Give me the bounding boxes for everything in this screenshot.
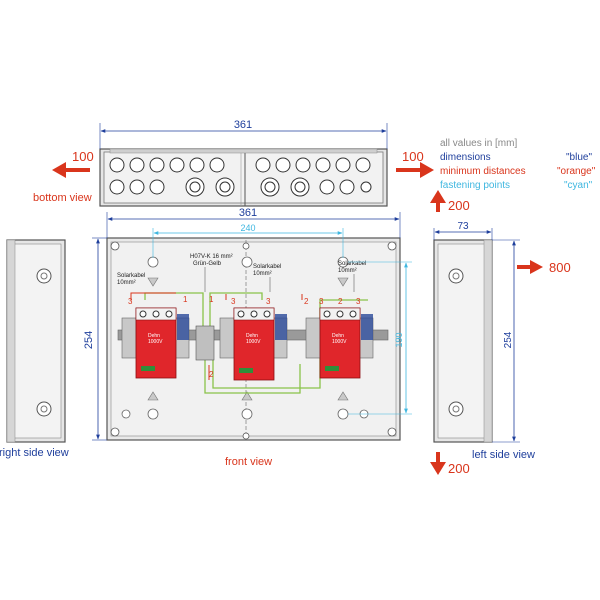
left-side-view: 73 254: [433, 221, 520, 443]
terminal-label: 1: [183, 295, 188, 304]
spd-module-1: Dehn 1000V: [121, 307, 190, 379]
annot-solar-left-2: 10mm²: [117, 280, 136, 286]
terminal-label: 3: [356, 297, 361, 306]
bottom-view: 361: [99, 119, 388, 207]
terminal-label: 3: [231, 297, 236, 306]
terminal-label: 1: [209, 295, 214, 304]
legend: all values in [mm] dimensions "blue" min…: [440, 138, 596, 191]
legend-header: all values in [mm]: [440, 138, 517, 149]
legend-dimensions: dimensions: [440, 152, 491, 163]
front-view: Dehn 1000V Dehn 1000V: [106, 237, 401, 441]
dim-cyan-height: 190: [394, 332, 404, 347]
min-side-right-value: 800: [549, 260, 571, 275]
right-side-view: [6, 239, 66, 443]
annot-solar-right-2: 10mm²: [338, 268, 357, 274]
spd-module-3: Dehn 1000V: [305, 307, 374, 379]
dim-front-width: 361: [239, 207, 257, 219]
terminal-label: 2: [209, 370, 214, 379]
label-bottom-view: bottom view: [33, 192, 92, 204]
min-left-value: 100: [72, 149, 94, 164]
label-left-side-view: left side view: [472, 449, 535, 461]
annot-solar-mid-1: Solarkabel: [253, 264, 281, 270]
annot-solar-left-1: Solarkabel: [117, 273, 145, 279]
min-down-value: 200: [448, 461, 470, 476]
min-distance-right: 100: [396, 149, 434, 178]
legend-fastening: fastening points: [440, 180, 510, 191]
dim-top-width: 361: [234, 119, 252, 131]
annot-h07v-1: H07V-K 16 mm²: [190, 254, 233, 260]
label-front-view: front view: [225, 456, 272, 468]
min-up-value: 200: [448, 198, 470, 213]
legend-fastening-color: "cyan": [564, 180, 593, 191]
spd-module-2: Dehn 1000V: [195, 307, 288, 381]
legend-minimum-color: "orange": [557, 166, 596, 177]
label-right-side-view: right side view: [0, 447, 69, 459]
terminal-labels: 3 1 3 1 3 2 3 2 3 2: [128, 295, 361, 379]
terminal-label: 2: [338, 297, 343, 306]
min-distance-up: 200: [430, 190, 470, 213]
dim-cyan-width: 240: [240, 223, 255, 233]
spd1-voltage: 1000V: [148, 339, 163, 345]
annot-solar-mid-2: 10mm²: [253, 271, 272, 277]
min-distance-down: 200: [430, 452, 470, 476]
terminal-label: 3: [266, 297, 271, 306]
legend-dimensions-color: "blue": [566, 152, 592, 163]
min-distance-side-right: 800: [517, 260, 571, 275]
dim-front-height: 254: [83, 331, 95, 349]
spd2-brand: Dehn: [246, 333, 258, 339]
terminal-label: 3: [319, 297, 324, 306]
spd3-brand: Dehn: [332, 333, 344, 339]
annot-solar-right-1: Solarkabel: [338, 261, 366, 267]
dim-side-height: 254: [503, 331, 514, 348]
spd2-voltage: 1000V: [246, 339, 261, 345]
min-right-value: 100: [402, 149, 424, 164]
terminal-label: 3: [128, 297, 133, 306]
spd3-voltage: 1000V: [332, 339, 347, 345]
dim-side-width: 73: [457, 221, 469, 232]
front-dimensions: 361 254 240 190: [83, 207, 412, 441]
spd1-brand: Dehn: [148, 333, 160, 339]
annot-h07v-2: Grün-Gelb: [193, 261, 222, 267]
legend-minimum: minimum distances: [440, 166, 526, 177]
terminal-label: 2: [304, 297, 309, 306]
min-distance-left: 100: [52, 149, 94, 178]
